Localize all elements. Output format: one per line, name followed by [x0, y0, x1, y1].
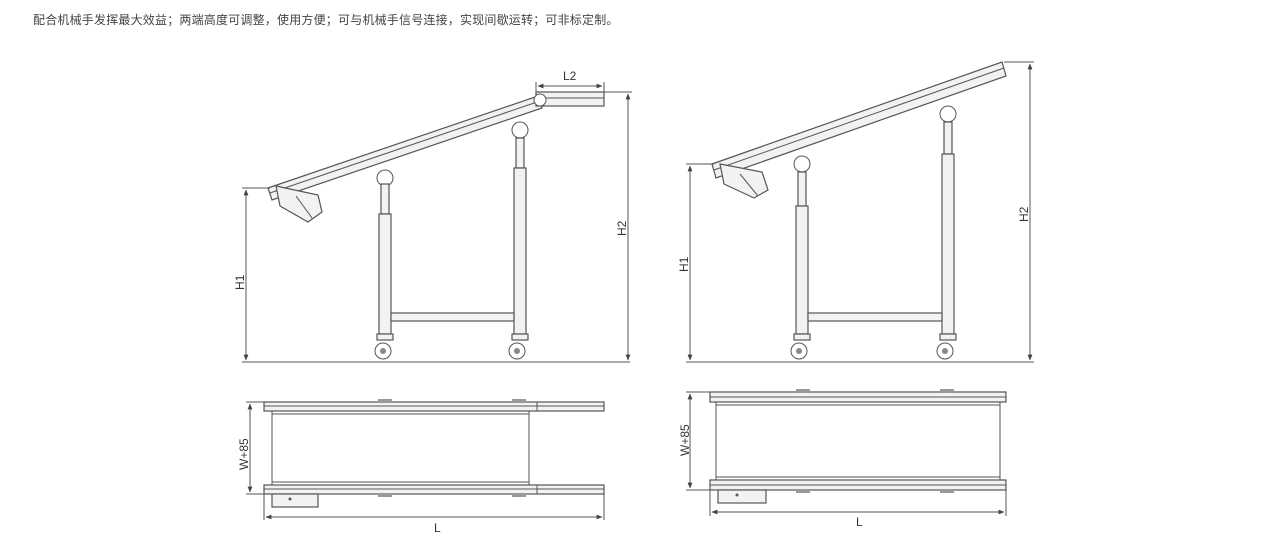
- dim-h1-left: H1: [233, 274, 247, 290]
- dim-w85-left: W+85: [237, 438, 251, 470]
- dim-l-left: L: [434, 521, 441, 535]
- left-side-view: H1 H2 L2: [233, 69, 632, 363]
- left-top-view: W+85 L: [237, 399, 605, 535]
- description-text: 配合机械手发挥最大效益；两端高度可调整，使用方便；可与机械手信号连接，实现间歇运…: [33, 13, 619, 27]
- dim-w85-right: W+85: [678, 424, 692, 456]
- dim-h2-left: H2: [615, 220, 629, 236]
- dim-l2: L2: [563, 69, 577, 83]
- dim-h1-right: H1: [677, 256, 691, 272]
- right-side-view: H1 H2: [677, 61, 1034, 363]
- dim-l-right: L: [856, 515, 863, 529]
- dim-h2-right: H2: [1017, 206, 1031, 222]
- right-top-view: W+85 L: [678, 389, 1007, 529]
